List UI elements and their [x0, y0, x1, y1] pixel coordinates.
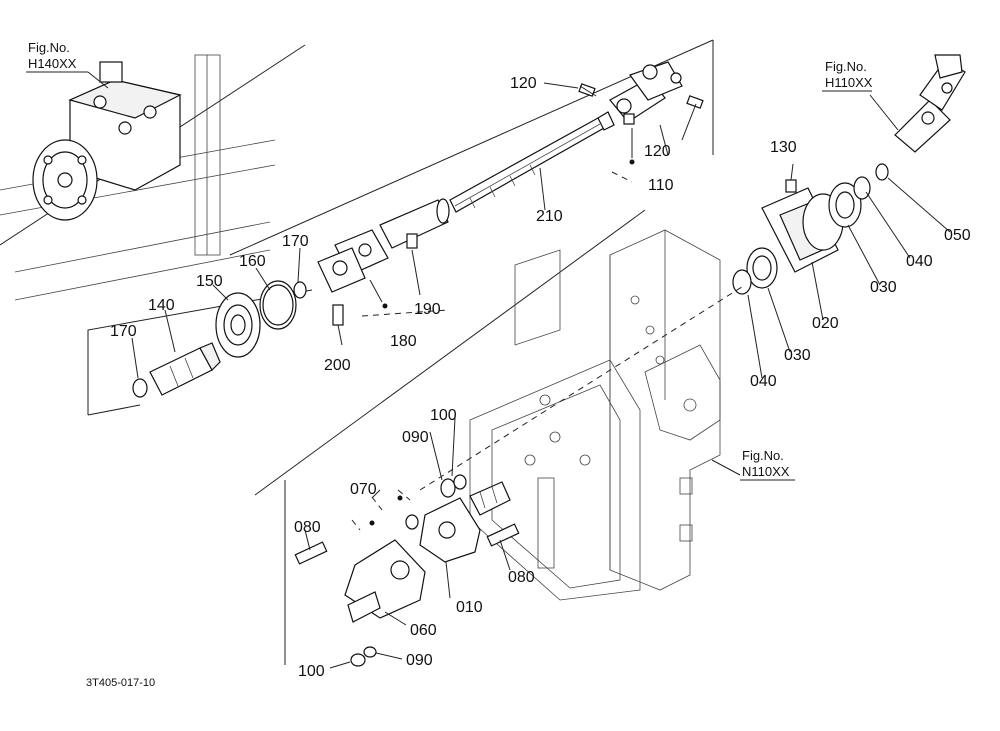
mounting-flange-assembly	[294, 474, 520, 667]
figure-ref-n110-line2: N110XX	[742, 464, 790, 479]
part-label-060: 060	[410, 622, 437, 639]
part-label-120-right: 120	[644, 143, 671, 160]
part-label-170-upper: 170	[282, 233, 309, 250]
frame-chassis	[419, 229, 746, 601]
part-label-020: 020	[812, 315, 839, 332]
part-label-050: 050	[944, 227, 971, 244]
frame-panel-border	[254, 209, 646, 496]
part-label-140: 140	[148, 297, 175, 314]
part-label-120-upper: 120	[510, 75, 537, 92]
part-label-210: 210	[536, 208, 563, 225]
part-label-160: 160	[239, 253, 266, 270]
part-label-040-upper: 040	[906, 253, 933, 270]
steering-shaft	[379, 111, 615, 249]
figure-ref-n110-line1: Fig.No.	[742, 448, 784, 463]
part-label-200: 200	[324, 357, 351, 374]
steering-unit	[0, 54, 276, 301]
figure-ref-h110: Fig.No. H110XX	[822, 59, 873, 92]
figure-ref-h140-line1: Fig.No.	[28, 40, 70, 55]
part-labels: 120 120 110 210 130 050 040 030 020 030 …	[110, 75, 971, 680]
part-label-100-lower: 100	[298, 663, 325, 680]
bearing-stack	[132, 280, 307, 398]
part-label-090-lower: 090	[406, 652, 433, 669]
part-label-010: 010	[456, 599, 483, 616]
figure-ref-h140-line2: H140XX	[28, 56, 77, 71]
shaft-panel-bottom	[87, 404, 141, 416]
upper-universal-joint	[578, 61, 704, 183]
figure-ref-h110-line1: Fig.No.	[825, 59, 867, 74]
lower-universal-joint	[317, 229, 449, 346]
column-support	[732, 163, 889, 295]
part-label-080-left: 080	[294, 519, 321, 536]
part-label-080-right: 080	[508, 569, 535, 586]
drawing-code: 3T405-017-10	[86, 677, 155, 689]
column-universal-joint	[869, 54, 966, 153]
part-label-180: 180	[390, 333, 417, 350]
part-label-110: 110	[648, 177, 674, 194]
part-label-030-lower: 030	[784, 347, 811, 364]
part-label-150: 150	[196, 273, 223, 290]
figure-ref-h110-line2: H110XX	[825, 75, 873, 90]
part-label-100-upper: 100	[430, 407, 457, 424]
part-label-190: 190	[414, 301, 441, 318]
figure-ref-h140: Fig.No. H140XX	[26, 40, 109, 89]
part-label-130: 130	[770, 139, 797, 156]
part-label-040-lower: 040	[750, 373, 777, 390]
part-label-170-lower: 170	[110, 323, 137, 340]
figure-ref-n110: Fig.No. N110XX	[740, 448, 795, 481]
part-label-090-upper: 090	[402, 429, 429, 446]
part-label-030-upper: 030	[870, 279, 897, 296]
part-label-070: 070	[350, 481, 377, 498]
leader-lines	[131, 82, 951, 669]
